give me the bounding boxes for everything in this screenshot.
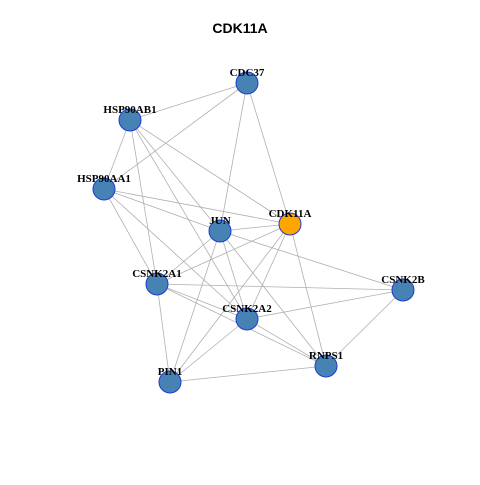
node-csnk2a1[interactable] bbox=[145, 272, 169, 296]
edge-hsp90ab1-jun bbox=[129, 119, 221, 232]
edge-rnps1-pin1 bbox=[169, 365, 327, 383]
edge-jun-rnps1 bbox=[219, 230, 327, 367]
node-csnk2b[interactable] bbox=[391, 278, 415, 302]
diagram-title: CDK11A bbox=[212, 20, 268, 36]
node-cdc37[interactable] bbox=[235, 71, 259, 95]
edge-hsp90ab1-hsp90aa1 bbox=[103, 119, 131, 190]
edge-csnk2a1-pin1 bbox=[156, 283, 171, 383]
edge-cdc37-hsp90ab1 bbox=[129, 82, 248, 121]
edge-cdc37-hsp90aa1 bbox=[103, 82, 248, 190]
node-label-csnk2a1: CSNK2A1 bbox=[132, 268, 182, 280]
node-csnk2a2[interactable] bbox=[235, 307, 259, 331]
node-hsp90aa1[interactable] bbox=[92, 177, 116, 201]
node-jun[interactable] bbox=[208, 219, 232, 243]
node-label-hsp90aa1: HSP90AA1 bbox=[77, 173, 131, 185]
edge-cdc37-jun bbox=[219, 82, 248, 232]
node-label-pin1: PIN1 bbox=[158, 366, 182, 378]
node-rnps1[interactable] bbox=[314, 354, 338, 378]
node-pin1[interactable] bbox=[158, 370, 182, 394]
node-cdk11a[interactable] bbox=[278, 212, 302, 236]
edge-cdk11a-rnps1 bbox=[289, 223, 327, 367]
edge-hsp90ab1-cdk11a bbox=[129, 119, 291, 225]
edge-cdk11a-csnk2a1 bbox=[156, 223, 291, 285]
edge-csnk2a2-csnk2b bbox=[246, 289, 404, 320]
edge-jun-csnk2a1 bbox=[156, 230, 221, 285]
edge-jun-csnk2a2 bbox=[219, 230, 248, 320]
edge-csnk2a1-csnk2a2 bbox=[156, 283, 248, 320]
node-layer bbox=[92, 71, 415, 394]
edge-cdc37-cdk11a bbox=[246, 82, 291, 225]
node-label-cdk11a: CDK11A bbox=[269, 208, 312, 220]
node-label-hsp90ab1: HSP90AB1 bbox=[103, 104, 156, 116]
edge-hsp90aa1-csnk2a2 bbox=[103, 188, 248, 320]
node-label-csnk2b: CSNK2B bbox=[381, 274, 425, 286]
edge-csnk2a2-rnps1 bbox=[246, 318, 327, 367]
edge-cdk11a-pin1 bbox=[169, 223, 291, 383]
edge-csnk2b-rnps1 bbox=[325, 289, 404, 367]
edge-jun-csnk2b bbox=[219, 230, 404, 291]
edge-hsp90ab1-csnk2a1 bbox=[129, 119, 158, 285]
edge-jun-pin1 bbox=[169, 230, 221, 383]
node-hsp90ab1[interactable] bbox=[118, 108, 142, 132]
edge-hsp90aa1-cdk11a bbox=[103, 188, 291, 225]
edge-layer bbox=[103, 82, 404, 383]
edge-hsp90aa1-jun bbox=[103, 188, 221, 232]
edge-jun-cdk11a bbox=[219, 223, 291, 232]
node-label-csnk2a2: CSNK2A2 bbox=[222, 303, 272, 315]
edge-csnk2a1-csnk2b bbox=[156, 283, 404, 291]
edge-cdk11a-csnk2a2 bbox=[246, 223, 291, 320]
node-label-rnps1: RNPS1 bbox=[309, 350, 343, 362]
node-label-jun: JUN bbox=[209, 215, 230, 227]
node-label-cdc37: CDC37 bbox=[230, 67, 265, 79]
edge-hsp90aa1-csnk2a1 bbox=[103, 188, 158, 285]
edge-csnk2a2-pin1 bbox=[169, 318, 248, 383]
